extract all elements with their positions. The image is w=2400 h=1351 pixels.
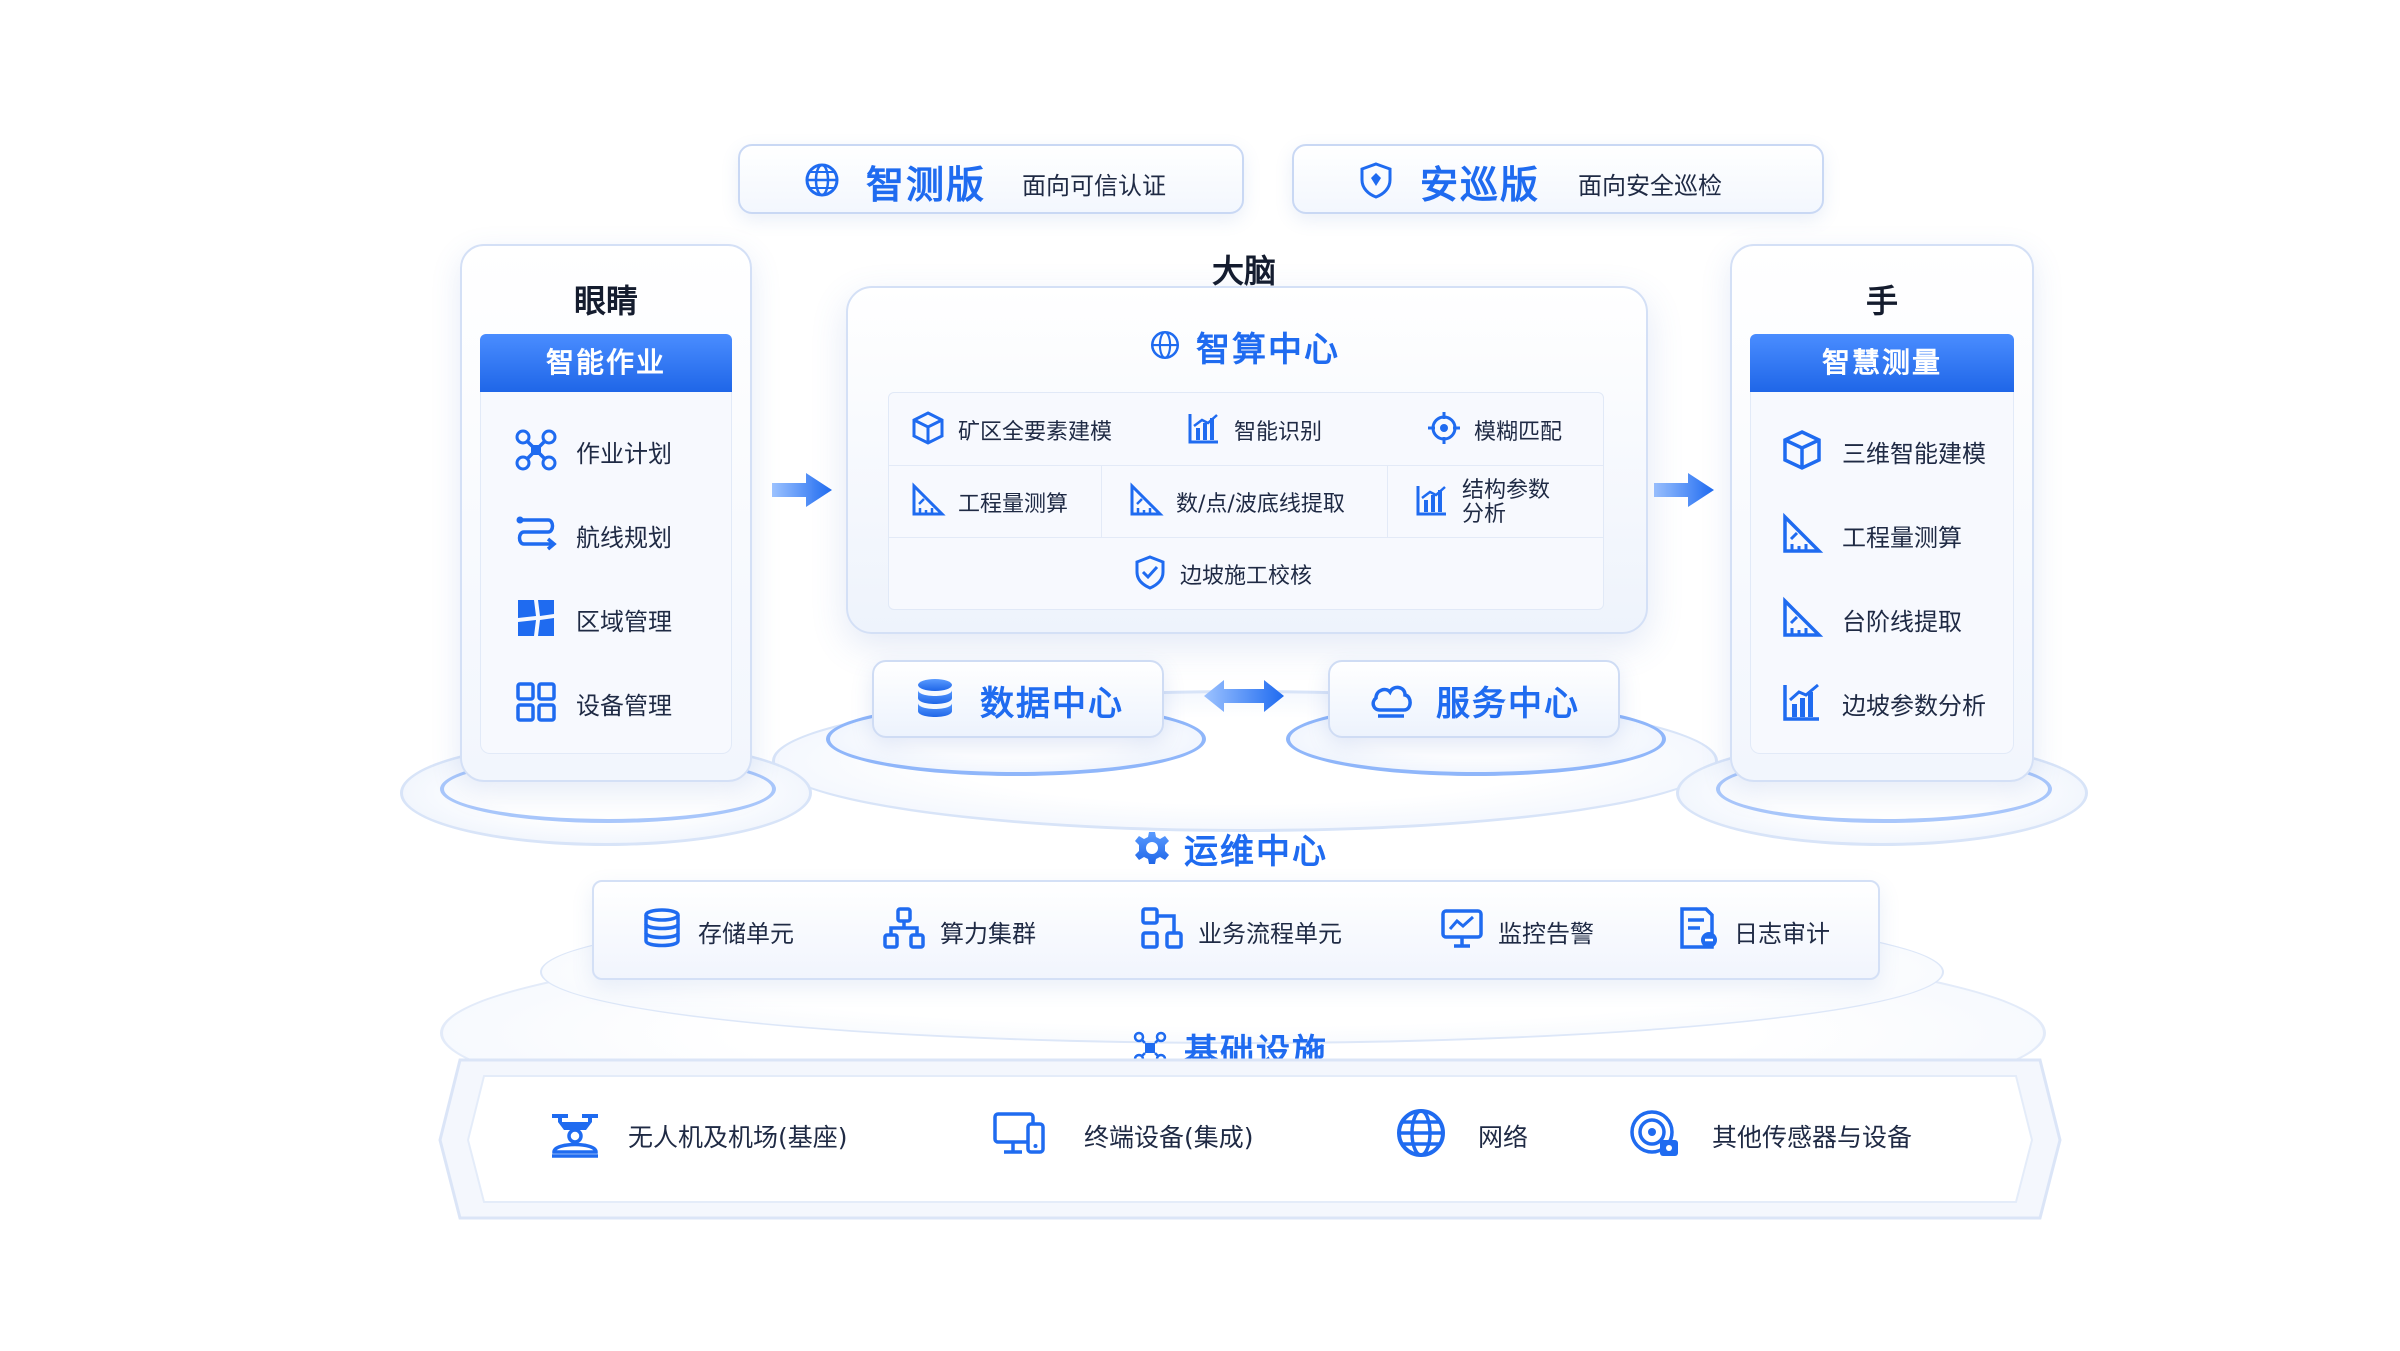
hands-band: 智慧测量 [1750,334,2014,392]
grid-icon [514,680,558,724]
eyes-band: 智能作业 [480,334,732,392]
grid-line [889,465,1603,466]
brain-cell-label: 矿区全要素建模 [958,420,1113,445]
ops-title-label: 运维中心 [1184,832,1328,872]
measure-icon [1128,482,1164,518]
gear-icon [1134,830,1170,866]
hands-item-label: 台阶线提取 [1842,608,1962,636]
hands-item-label: 工程量测算 [1842,524,1962,552]
flow-icon [1140,906,1184,950]
brain-cell-label: 数/点/波底线提取 [1176,492,1345,517]
edition-anxun[interactable]: 安巡版 面向安全巡检 [1292,144,1824,214]
eyes-item-label: 航线规划 [576,524,672,552]
check-shield-icon [1132,554,1168,590]
database-icon [912,676,958,722]
infra-item-label: 其他传感器与设备 [1712,1123,1913,1152]
hands-panel: 手 智慧测量 [1730,244,2034,782]
drone-icon [514,428,558,472]
infra-item-label: 无人机及机场(基座) [628,1123,848,1152]
measure-icon [1780,596,1824,640]
network-icon [1394,1106,1448,1160]
globe-icon [1148,328,1182,362]
brain-cell-label: 智能识别 [1234,420,1323,445]
drone-dock-icon [548,1106,602,1160]
target-icon [1426,410,1462,446]
region-icon [514,596,558,640]
hands-list [1750,392,2014,754]
brain-title: 大脑 [1212,252,1277,290]
log-icon [1676,906,1720,950]
infra-slab [438,1058,2062,1220]
eyes-item-label: 设备管理 [576,692,672,720]
ops-item-label: 日志审计 [1734,920,1830,948]
database-icon [640,906,684,950]
eyes-item-label: 作业计划 [576,440,672,468]
brain-center-label: 智算中心 [1196,330,1340,370]
terminal-icon [992,1106,1046,1160]
edition-desc: 面向安全巡检 [1578,172,1722,200]
monitor-icon [1440,906,1484,950]
ops-item-label: 存储单元 [698,920,794,948]
ops-item-label: 监控告警 [1498,920,1594,948]
chart-icon [1780,680,1824,724]
edition-name: 安巡版 [1420,163,1541,207]
cube-icon [910,410,946,446]
cloud-icon [1368,676,1414,722]
arrow-right-icon [1652,470,1716,510]
ops-title: 运维中心 [1134,824,1394,874]
hands-title: 手 [1865,282,1898,320]
service-center-label: 服务中心 [1436,684,1580,724]
measure-icon [910,482,946,518]
shield-icon [1356,160,1396,200]
route-icon [514,512,558,556]
cluster-icon [882,906,926,950]
sensor-icon [1628,1106,1682,1160]
ops-bar [592,880,1880,980]
globe-icon [802,160,842,200]
ops-item-label: 算力集群 [940,920,1036,948]
edition-name: 智测版 [866,163,987,207]
hands-item-label: 边坡参数分析 [1842,692,1986,720]
edition-zhice[interactable]: 智测版 面向可信认证 [738,144,1244,214]
eyes-title: 眼睛 [573,282,638,320]
data-center-label: 数据中心 [980,684,1124,724]
chart-icon [1186,410,1222,446]
infra-item-label: 网络 [1478,1123,1529,1152]
brain-cell-label: 工程量测算 [958,492,1069,517]
brain-cell-label: 边坡施工校核 [1180,564,1313,589]
infra-item-label: 终端设备(集成) [1084,1123,1254,1152]
data-center-pill[interactable]: 数据中心 [872,660,1164,738]
brain-cell-label: 模糊匹配 [1474,420,1563,445]
eyes-panel: 眼睛 智能作业 [460,244,752,782]
ops-item-label: 业务流程单元 [1198,920,1342,948]
arrow-right-icon [770,470,834,510]
grid-line [1387,465,1388,537]
eyes-item-label: 区域管理 [576,608,672,636]
cube-icon [1780,428,1824,472]
hands-item-label: 三维智能建模 [1842,440,1986,468]
eyes-list [480,392,732,754]
brain-cell-label: 结构参数 [1462,478,1551,503]
double-arrow-icon [1202,676,1286,716]
grid-line [889,537,1603,538]
brain-grid [888,392,1604,610]
measure-icon [1780,512,1824,556]
brain-cell-label-2: 分析 [1462,502,1507,527]
chart-icon [1414,482,1450,518]
grid-line [1101,465,1102,537]
service-center-pill[interactable]: 服务中心 [1328,660,1620,738]
edition-desc: 面向可信认证 [1022,172,1166,200]
